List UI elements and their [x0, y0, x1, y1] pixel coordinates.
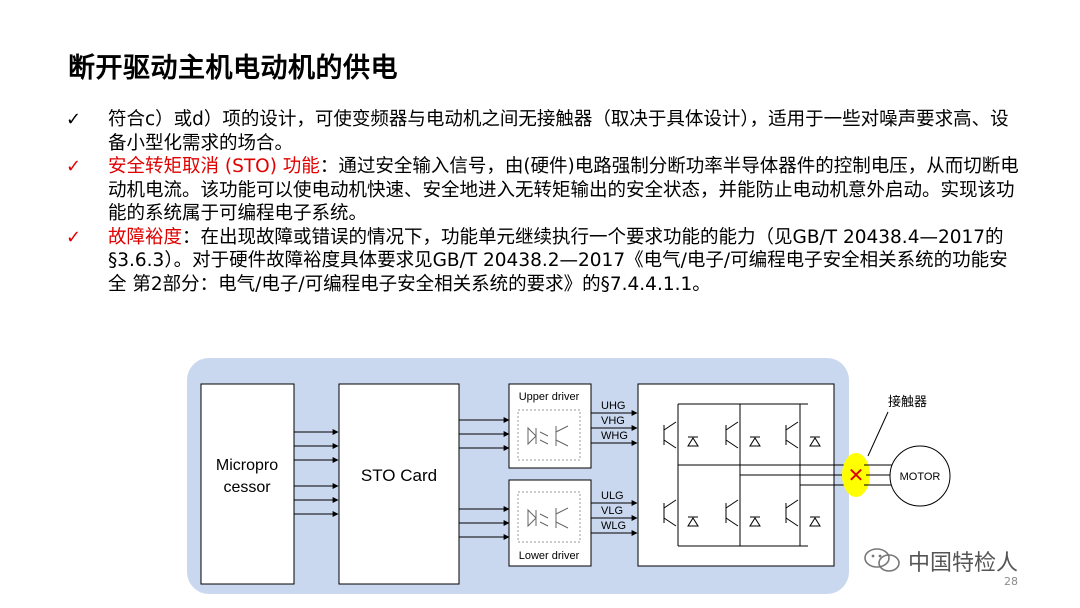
lower-optocoupler: [517, 491, 581, 543]
bullet-highlight-fault-tolerance: 故障裕度: [108, 226, 183, 248]
micro-to-sto-arrows: [294, 429, 339, 517]
lower-driver-label: Lower driver: [519, 550, 580, 562]
contactor-pointer: [867, 411, 889, 457]
contactor-label: 接触器: [888, 394, 927, 410]
sto-card-box: [338, 383, 460, 585]
signal-vhg: VHG: [601, 415, 625, 427]
signal-uhg: UHG: [601, 400, 625, 412]
bullet-highlight-sto: 安全转矩取消 (STO) 功能: [108, 156, 320, 177]
motor-circle: [889, 445, 951, 507]
check-icon: ✓: [66, 156, 82, 177]
slide-title: 断开驱动主机电动机的供电: [68, 53, 398, 84]
bullet-list: ✓ 符合c）或d）项的设计，可使变频器与电动机之间无接触器（取决于具体设计），适…: [66, 108, 1026, 296]
bullet-item-2: ✓ 安全转矩取消 (STO) 功能：通过安全输入信号，由(硬件)电路强制分断功率…: [66, 155, 1026, 226]
inverter-bridge-circuit: [663, 403, 848, 547]
sto-to-driver-arrows: [459, 417, 510, 540]
bullet-text-3: ：在出现故障或错误的情况下，功能单元继续执行一个要求功能的能力（见GB/T 20…: [108, 226, 1008, 295]
sto-card-label: STO Card: [361, 466, 437, 485]
upper-gate-lines: [591, 410, 638, 446]
microprocessor-label-2: cessor: [223, 479, 271, 496]
watermark-text: 中国特检人: [908, 551, 1019, 576]
check-icon: ✓: [66, 109, 82, 130]
microprocessor-box: [200, 383, 295, 585]
signal-whg: WHG: [601, 430, 628, 442]
signal-wlg: WLG: [601, 520, 626, 532]
upper-optocoupler: [517, 409, 581, 461]
upper-opto-symbol: [527, 425, 569, 447]
bullet-item-1: ✓ 符合c）或d）项的设计，可使变频器与电动机之间无接触器（取决于具体设计），适…: [66, 108, 1026, 155]
check-icon: ✓: [66, 226, 82, 248]
lower-gate-lines: [591, 500, 638, 536]
bullet-text-1: 符合c）或d）项的设计，可使变频器与电动机之间无接触器（取决于具体设计），适用于…: [108, 109, 1009, 154]
bullet-item-3: ✓ 故障裕度：在出现故障或错误的情况下，功能单元继续执行一个要求功能的能力（见G…: [66, 226, 1026, 297]
upper-driver-label: Upper driver: [519, 391, 580, 403]
signal-vlg: VLG: [601, 505, 623, 517]
contactor-highlight: [842, 453, 870, 497]
contactor-cross-mark: ✕: [848, 463, 865, 487]
bullet-text-2: ：通过安全输入信号，由(硬件)电路强制分断功率半导体器件的控制电压，从而切断电动…: [108, 156, 1019, 224]
motor-label: MOTOR: [900, 471, 941, 483]
signal-ulg: ULG: [601, 490, 624, 502]
wechat-icon: [864, 548, 900, 572]
page-number: 28: [1004, 575, 1018, 588]
lower-opto-symbol: [527, 507, 569, 529]
microprocessor-label-1: Micropro: [216, 457, 278, 474]
motor-lines: [864, 464, 893, 486]
